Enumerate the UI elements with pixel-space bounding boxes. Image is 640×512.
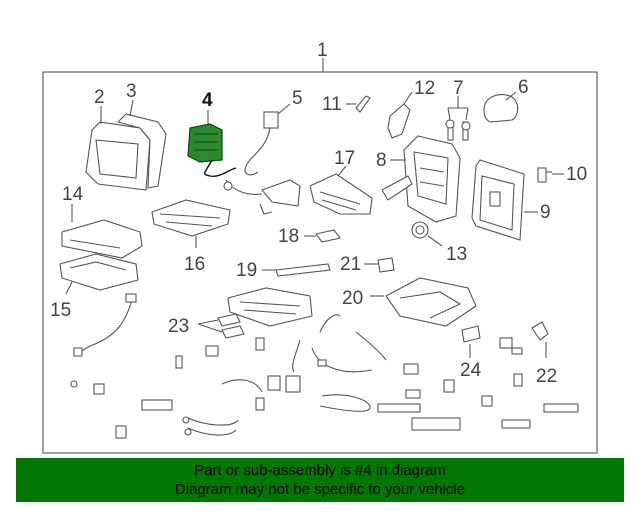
cushion-part-14[interactable]: [61, 219, 143, 259]
callout-8[interactable]: 8: [376, 150, 387, 171]
pads-part-23[interactable]: [217, 313, 245, 339]
callout-20[interactable]: 20: [342, 288, 363, 309]
clip-part-10[interactable]: [537, 167, 552, 183]
seatback-cover-part[interactable]: [85, 113, 167, 191]
callout-2[interactable]: 2: [94, 87, 105, 108]
footer-line-1: Part or sub-assembly is #4 in diagram: [194, 462, 446, 479]
callout-21[interactable]: 21: [340, 254, 361, 275]
callout-15[interactable]: 15: [50, 300, 71, 321]
headrest-part-6[interactable]: [483, 93, 519, 123]
callout-14[interactable]: 14: [62, 184, 84, 205]
seat-track-part[interactable]: [227, 287, 313, 327]
callout-10[interactable]: 10: [566, 164, 587, 185]
seat-frame-part-20[interactable]: [385, 277, 477, 327]
cushion-pad-part-15[interactable]: [59, 253, 139, 357]
bracket-part-22[interactable]: [531, 321, 549, 341]
diagram-frame: [42, 71, 598, 454]
knob-part-13[interactable]: [411, 221, 429, 239]
highlighted-part-4[interactable]: [187, 123, 237, 178]
callout-3[interactable]: 3: [126, 81, 137, 102]
callout-13[interactable]: 13: [446, 244, 467, 265]
callout-6[interactable]: 6: [518, 77, 529, 98]
back-panel-part-9[interactable]: [471, 159, 525, 241]
callout-7[interactable]: 7: [453, 78, 464, 99]
cover-part-12[interactable]: [387, 103, 411, 139]
module-part-5[interactable]: [223, 111, 279, 195]
callout-9[interactable]: 9: [540, 202, 551, 223]
pin-part-11[interactable]: [355, 95, 371, 113]
callout-1[interactable]: 1: [317, 40, 328, 61]
connector-part-24[interactable]: [461, 325, 481, 343]
callout-11[interactable]: 11: [322, 94, 342, 115]
guide-part-7[interactable]: [445, 107, 471, 141]
clip-part-21[interactable]: [377, 257, 395, 273]
callout-22[interactable]: 22: [536, 366, 557, 387]
cables-and-small-parts: [70, 314, 579, 439]
mat-part-16[interactable]: [151, 199, 231, 237]
bracket-part-18[interactable]: [315, 229, 341, 243]
callout-17[interactable]: 17: [334, 148, 355, 169]
callout-5[interactable]: 5: [292, 88, 303, 109]
callout-23[interactable]: 23: [168, 316, 189, 337]
callout-24[interactable]: 24: [460, 360, 482, 381]
seatback-frame-part-8[interactable]: [381, 135, 461, 223]
rail-part-19[interactable]: [275, 263, 331, 277]
callout-19[interactable]: 19: [236, 260, 257, 281]
callout-12[interactable]: 12: [414, 78, 435, 99]
footer-banner: Part or sub-assembly is #4 in diagram Di…: [16, 458, 624, 502]
bracket-part-17[interactable]: [259, 173, 373, 215]
callout-18[interactable]: 18: [278, 226, 299, 247]
footer-line-2: Diagram may not be specific to your vehi…: [174, 481, 466, 498]
callout-4[interactable]: 4: [202, 90, 213, 111]
callout-16[interactable]: 16: [184, 254, 205, 275]
parts-diagram: 1 2 3 4 5 11 12 7: [42, 40, 598, 454]
